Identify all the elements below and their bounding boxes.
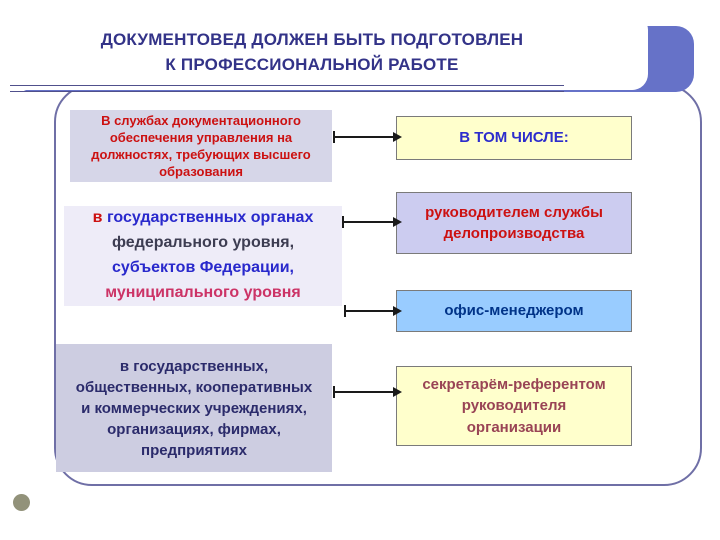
slide-title: ДОКУМЕНТОВЕД ДОЛЖЕН БЫТЬ ПОДГОТОВЛЕН К П…: [6, 14, 648, 90]
state-bodies-segment: субъектов Федерации,: [112, 259, 294, 276]
state-bodies-line-2: федерального уровня,: [112, 231, 294, 256]
state-bodies-segment: государственных органах: [106, 209, 314, 227]
connector-arrow-3: [344, 305, 402, 317]
title-underline: [10, 85, 564, 92]
qualification-box: В службах документационного обеспечения …: [70, 110, 332, 182]
state-bodies-segment: федерального уровня,: [111, 234, 295, 252]
connector-arrow-4: [333, 386, 402, 398]
state-bodies-box: в государственных органах федерального у…: [64, 206, 342, 306]
organizations-box: в государственных, общественных, коопера…: [56, 344, 332, 472]
state-bodies-line-4: муниципального уровня: [105, 281, 300, 306]
connector-arrow-2: [342, 216, 402, 228]
bullet-marker: [13, 494, 30, 511]
connector-arrow-1: [333, 131, 402, 143]
state-bodies-line-3: субъектов Федерации,: [112, 256, 294, 281]
state-bodies-segment: в: [92, 209, 107, 227]
state-bodies-segment: муниципального уровня: [105, 283, 301, 301]
in-particular-box: В ТОМ ЧИСЛЕ:: [396, 116, 632, 160]
state-bodies-line-1: в государственных органах: [93, 206, 314, 231]
office-manager-box: офис-менеджером: [396, 290, 632, 332]
records-office-head-box: руководителем службы делопроизводства: [396, 192, 632, 254]
secretary-referent-box: секретарём-референтом руководителя орган…: [396, 366, 632, 446]
